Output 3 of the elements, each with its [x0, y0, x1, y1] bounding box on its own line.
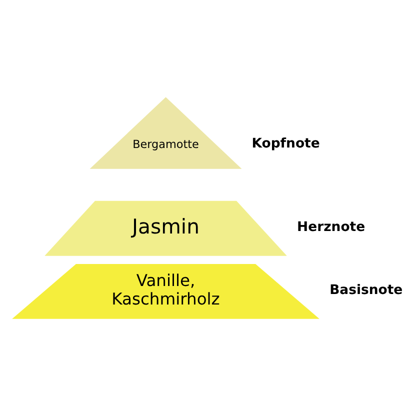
node-label: Basisnote — [330, 282, 403, 298]
node-label: Kopfnote — [252, 136, 320, 152]
node-label: Herznote — [297, 220, 366, 235]
